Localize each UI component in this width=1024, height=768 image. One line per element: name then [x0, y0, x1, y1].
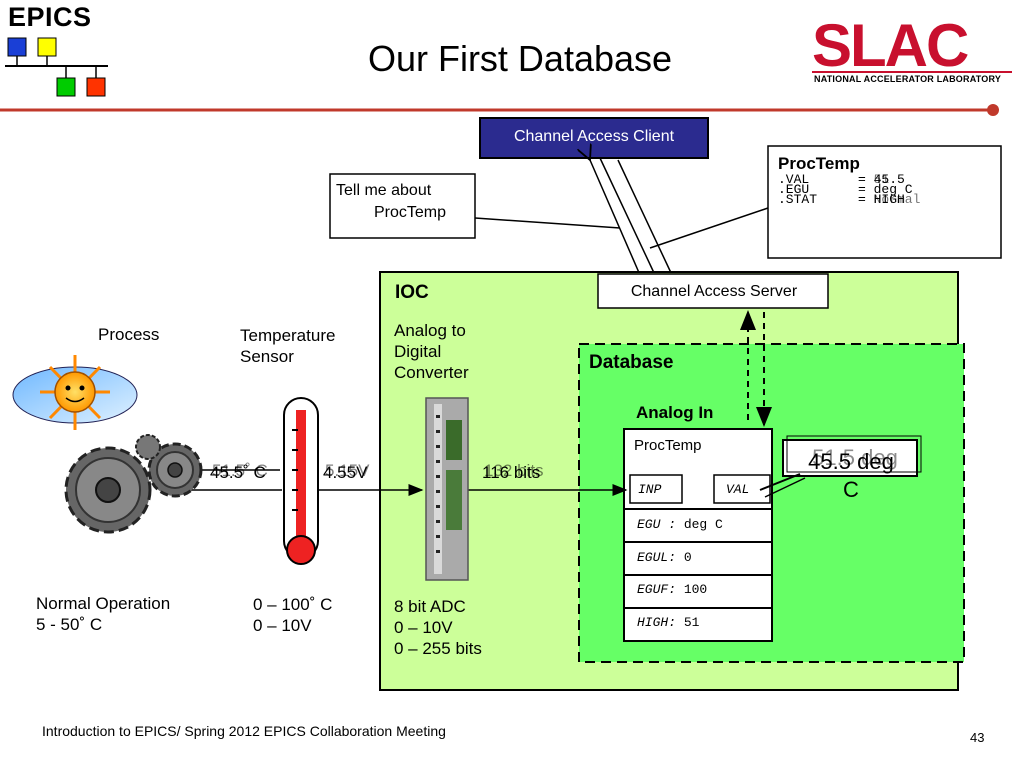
- field-egu: EGU : deg C: [637, 517, 723, 532]
- temperature-signal: 45.5˚ C: [210, 463, 266, 482]
- val-display-line-2: C: [843, 477, 859, 502]
- adc-card: [425, 397, 469, 581]
- request-text: Tell me about ProcTemp: [336, 180, 471, 224]
- field-box-egul: [623, 541, 773, 576]
- header-rule-dot: [987, 104, 999, 116]
- adc-spec-label: 8 bit ADC 0 – 10V 0 – 255 bits: [394, 597, 482, 658]
- adc-label: Analog to Digital Converter: [394, 321, 469, 382]
- slac-wordmark: SLAC: [812, 12, 968, 79]
- voltage-signal-overlay: 5.15V: [325, 461, 370, 480]
- response-field-stat: .STAT: [778, 192, 818, 207]
- request-line-2: ProcTemp: [374, 204, 447, 221]
- thermometer: [283, 397, 319, 565]
- gears-clipart: [64, 434, 203, 534]
- channel-access-client-box: [479, 117, 709, 159]
- field-egul: EGUL: 0: [637, 550, 692, 565]
- channel-access-server-label: Channel Access Server: [630, 283, 798, 300]
- normal-operation-label: Normal Operation 5 - 50˚ C: [36, 594, 171, 634]
- field-high: HIGH: 51: [637, 615, 700, 630]
- slac-logo: SLAC: [812, 12, 1012, 79]
- channel-access-client-label: Channel Access Client: [513, 128, 675, 145]
- response-title: ProcTemp: [778, 154, 860, 173]
- response-value-val: = 45.5: [858, 172, 905, 187]
- epics-blue-square: [7, 37, 27, 57]
- channel-access-server-box: [597, 273, 829, 309]
- request-line-1: Tell me about: [336, 182, 432, 199]
- epics-red-square: [86, 77, 106, 97]
- slac-subtitle: NATIONAL ACCELERATOR LABORATORY: [814, 74, 1002, 84]
- request-box: [329, 173, 476, 239]
- val-display-text: 45.5 deg C: [786, 448, 916, 504]
- slide-title: Our First Database: [367, 38, 673, 79]
- page-number: 43: [970, 730, 985, 745]
- sensor-label: Temperature Sensor: [240, 326, 336, 366]
- epics-logo: [5, 37, 108, 97]
- epics-green-square: [56, 77, 76, 97]
- bits-signal-overlay: 132 bits: [484, 461, 544, 480]
- field-box-high: [623, 607, 773, 642]
- bits-signal: 116 bits: [482, 463, 541, 482]
- epics-yellow-square: [37, 37, 57, 57]
- response-field-val: .VAL: [778, 172, 810, 187]
- record-name: ProcTemp: [634, 437, 702, 454]
- footer-text: Introduction to EPICS/ Spring 2012 EPICS…: [42, 723, 446, 739]
- response-value-stat: = HIGH: [858, 192, 905, 207]
- val-label: VAL: [726, 482, 750, 497]
- temperature-signal-overlay: 51.5˚ C: [212, 461, 268, 480]
- epics-logo-text: EPICS: [8, 2, 92, 32]
- response-value-stat-overlay: = Normal: [858, 192, 921, 207]
- inp-box: [629, 474, 683, 504]
- val-display-line-1: 45.5 deg: [808, 449, 894, 474]
- analog-in-label: Analog In: [636, 403, 714, 422]
- field-eguf: EGUF: 100: [637, 582, 708, 597]
- sun-clipart: [12, 355, 138, 430]
- val-display-box: [782, 439, 918, 477]
- response-value-val-overlay: = 51: [858, 172, 890, 187]
- inp-label: INP: [638, 482, 662, 497]
- process-label: Process: [98, 325, 160, 344]
- response-value-egu: = deg C: [858, 182, 913, 197]
- field-box-egu: [623, 508, 773, 543]
- val-box: [713, 474, 771, 504]
- field-box-eguf: [623, 574, 773, 609]
- sensor-range-label: 0 – 100˚ C 0 – 10V: [253, 595, 333, 635]
- val-display-overlay: 51.5 deg: [812, 445, 898, 470]
- ioc-label: IOC: [395, 282, 429, 303]
- database-label: Database: [589, 352, 674, 373]
- response-box: [767, 145, 1002, 259]
- voltage-signal: 4.55V: [323, 463, 368, 482]
- response-field-egu: .EGU: [778, 182, 810, 197]
